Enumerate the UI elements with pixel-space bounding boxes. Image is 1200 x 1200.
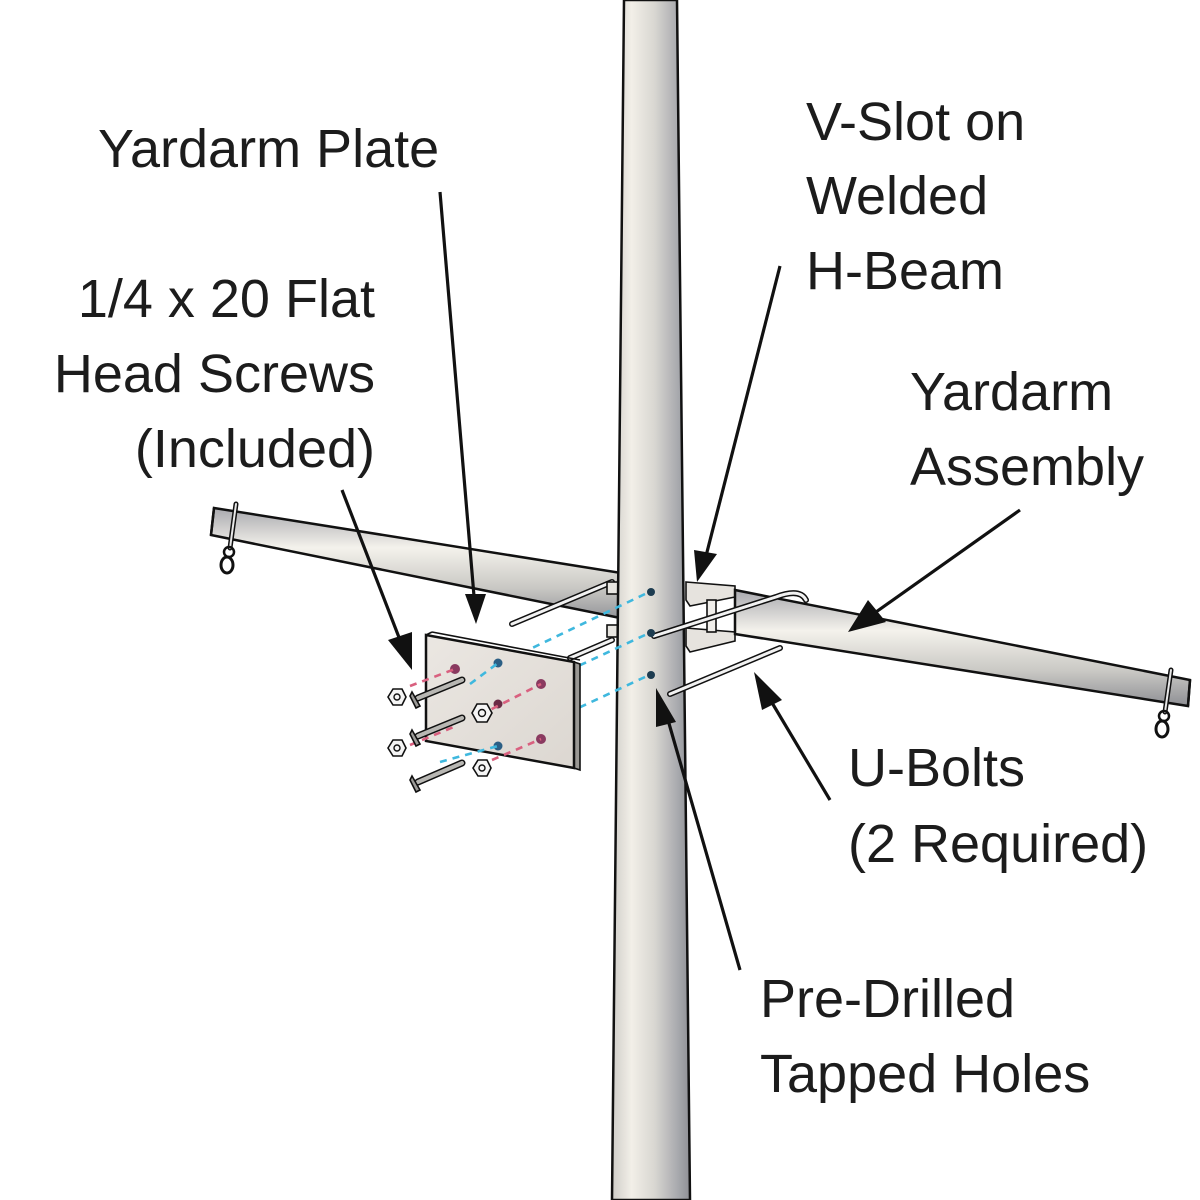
arrow-yardarm-plate — [438, 191, 486, 624]
label-line: Assembly — [910, 437, 1144, 497]
label-line: 1/4 x 20 Flat — [78, 269, 375, 329]
label-line: V-Slot on — [806, 92, 1025, 152]
hex-nut-icon — [387, 688, 407, 706]
hex-nut-icon — [471, 703, 493, 723]
u-bolt-upper-back — [509, 579, 615, 627]
welded-h-beam — [685, 581, 736, 653]
hex-nut-icon — [387, 739, 407, 757]
label-line: Tapped Holes — [760, 1044, 1090, 1104]
label-line: Yardarm Plate — [98, 119, 439, 179]
label-yardarm-plate: Yardarm Plate — [98, 119, 439, 179]
label-line: Welded — [806, 166, 988, 226]
label-line: Yardarm — [910, 362, 1113, 422]
arrow-v-slot — [694, 265, 782, 582]
label-line: U-Bolts — [848, 738, 1025, 798]
label-line: H-Beam — [806, 241, 1004, 301]
flagpole — [610, 0, 692, 1200]
label-line: (Included) — [135, 419, 375, 479]
tapped-holes — [647, 588, 655, 679]
flat-head-screw — [409, 714, 466, 748]
arrow-tapped-holes — [656, 688, 742, 971]
label-v-slot: V-Slot on Welded H-Beam — [806, 92, 1025, 301]
arrow-u-bolts — [754, 672, 832, 801]
u-bolt-lower — [667, 645, 783, 697]
flat-head-screw — [409, 759, 466, 794]
arrow-yardarm-assembly — [848, 508, 1021, 632]
label-screws: 1/4 x 20 Flat Head Screws (Included) — [54, 269, 375, 479]
yardarm-plate — [424, 631, 581, 772]
label-tapped-holes: Pre-Drilled Tapped Holes — [760, 969, 1090, 1104]
yardarm-left-section — [209, 501, 642, 624]
label-u-bolts: U-Bolts (2 Required) — [848, 738, 1148, 874]
yardarm-right-section — [733, 588, 1192, 739]
u-bolt-upper — [651, 590, 809, 639]
snap-hook-icon — [1154, 667, 1174, 739]
label-line: Pre-Drilled — [760, 969, 1015, 1029]
alignment-lines-screws — [409, 661, 542, 764]
label-line: (2 Required) — [848, 814, 1148, 874]
label-yardarm-assembly: Yardarm Assembly — [910, 362, 1144, 497]
snap-hook-icon — [219, 501, 239, 575]
alignment-lines-blue — [527, 592, 646, 712]
label-line: Head Screws — [54, 344, 375, 404]
arrow-screws — [340, 489, 412, 670]
hex-nut-icon — [472, 759, 492, 777]
u-bolt-lower-back — [567, 637, 615, 661]
flat-head-screw — [409, 676, 466, 710]
